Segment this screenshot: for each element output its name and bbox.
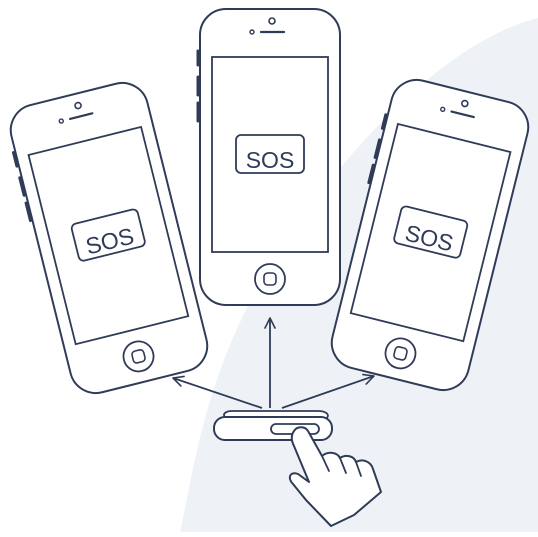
smartphone-left: SOS (3, 77, 212, 399)
panic-button-device-icon (214, 411, 332, 440)
smartphone-center: SOS (198, 9, 340, 305)
sos-button-center: SOS (246, 147, 295, 173)
